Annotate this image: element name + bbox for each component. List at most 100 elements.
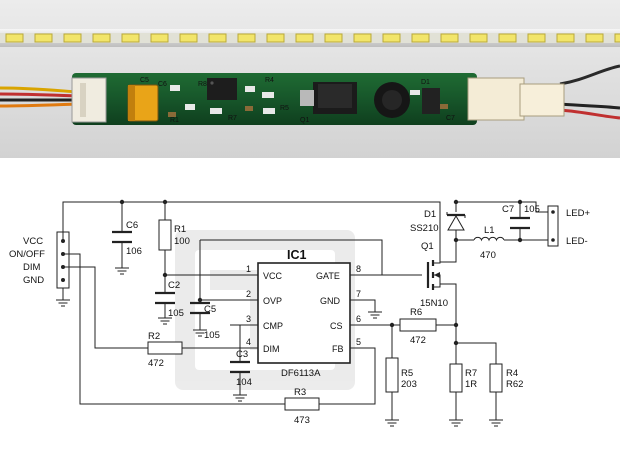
- connector-label-dim: DIM: [23, 262, 41, 273]
- led-chip: [614, 33, 620, 43]
- led-chip: [150, 33, 169, 43]
- label-r6-value: 472: [410, 335, 426, 346]
- ic1-pin-num: 5: [356, 337, 361, 347]
- silk-label: R4: [265, 77, 274, 84]
- ic1-pin-num: 7: [356, 289, 361, 299]
- label-c7-ref: C7: [502, 204, 514, 215]
- silkscreen: C6 R1 R4 R5 D1 C7 R7 R8 C5 Q1: [140, 77, 455, 124]
- silk-label: R5: [280, 105, 289, 112]
- resistor-r6-symbol: [399, 318, 437, 332]
- ic1-pin-num: 6: [356, 314, 361, 324]
- led-chip: [469, 33, 488, 43]
- ic1-pin-num: 4: [246, 337, 251, 347]
- controller-ic: [207, 78, 237, 100]
- silk-label: R8: [198, 81, 207, 88]
- led-chip: [585, 33, 604, 43]
- led-driver-board-photo: C6 R1 R4 R5 D1 C7 R7 R8 C5 Q1: [0, 0, 620, 160]
- led-chip: [237, 33, 256, 43]
- label-c7-value: 105: [524, 204, 540, 215]
- silk-label: Q1: [300, 117, 309, 124]
- ic1-pin-name: GND: [320, 296, 341, 306]
- label-r4-value: R62: [506, 379, 523, 390]
- label-l1-value: 470: [480, 250, 496, 261]
- input-wires: [0, 86, 79, 108]
- led-chip: [5, 33, 24, 43]
- label-c3-ref: C3: [236, 349, 248, 360]
- label-c6-value: 106: [126, 246, 142, 257]
- label-q1-value: 15N10: [420, 298, 448, 309]
- label-c5-value: 105: [204, 330, 220, 341]
- led-chips: [5, 33, 620, 43]
- silk-label: C6: [158, 81, 167, 88]
- silk-label: R1: [170, 117, 179, 124]
- connector-label-vcc: VCC: [23, 236, 43, 247]
- led-chip: [179, 33, 198, 43]
- output-wires: [559, 64, 620, 120]
- input-connector: [71, 77, 107, 123]
- capacitor-c3-symbol: [230, 360, 250, 374]
- ic1-pin-name: GATE: [316, 271, 340, 281]
- led-chip: [556, 33, 575, 43]
- capacitor-c6-symbol: [112, 230, 132, 244]
- led-chip: [266, 33, 285, 43]
- resistor-r7-symbol: [449, 363, 463, 393]
- resistor-r5-symbol: [385, 357, 399, 393]
- label-r5-ref: R5: [401, 368, 413, 379]
- circuit-schematic: VCC ON/OFF DIM GND: [9, 199, 590, 427]
- led-chip: [92, 33, 111, 43]
- mosfet-q1-symbol: [426, 260, 441, 290]
- ic1-part-number: DF6113A: [281, 368, 321, 379]
- label-r6-ref: R6: [410, 307, 422, 318]
- ic1-left-pins: [230, 274, 258, 349]
- ic1-body: [257, 262, 351, 364]
- resistor-r2-symbol: [147, 341, 183, 355]
- label-r2-ref: R2: [148, 331, 160, 342]
- led-chip: [498, 33, 517, 43]
- label-c2-ref: C2: [168, 280, 180, 291]
- silk-label: C5: [140, 77, 149, 84]
- ic1-pin-name: CMP: [263, 321, 283, 331]
- label-d1-ref: D1: [424, 209, 436, 220]
- junction-dots: [119, 199, 555, 346]
- led-strip: [0, 29, 620, 47]
- led-chip: [353, 33, 372, 43]
- connector-label-gnd: GND: [23, 275, 44, 286]
- resistor-r3-symbol: [284, 397, 320, 411]
- connector-label-on-off: ON/OFF: [9, 249, 45, 260]
- label-r7-value: 1R: [465, 379, 477, 390]
- pcb: C6 R1 R4 R5 D1 C7 R7 R8 C5 Q1: [71, 73, 565, 125]
- diode: [422, 88, 440, 114]
- label-r3-ref: R3: [294, 387, 306, 398]
- led-chip: [63, 33, 82, 43]
- led-chip: [324, 33, 343, 43]
- ic1-pin-name: OVP: [263, 296, 282, 306]
- label-r1-ref: R1: [174, 224, 186, 235]
- led-chip: [208, 33, 227, 43]
- label-c2-value: 105: [168, 308, 184, 319]
- label-r4-ref: R4: [506, 368, 518, 379]
- ic1-pin-num: 2: [246, 289, 251, 299]
- capacitor-c7-symbol: [510, 216, 530, 230]
- led-chip: [34, 33, 53, 43]
- ic1-pin-name: FB: [332, 344, 344, 354]
- led-chip: [527, 33, 546, 43]
- ic1-pin-name: VCC: [263, 271, 283, 281]
- capacitor-c5-symbol: [190, 301, 210, 315]
- label-c5-ref: C5: [204, 304, 216, 315]
- label-c6-ref: C6: [126, 220, 138, 231]
- ic1-title: IC1: [287, 248, 307, 262]
- label-d1-value: SS210: [410, 223, 439, 234]
- resistor-r1-symbol: [158, 219, 172, 251]
- led-chip: [121, 33, 140, 43]
- led-chip: [411, 33, 430, 43]
- led-chip: [295, 33, 314, 43]
- label-q1-ref: Q1: [421, 241, 434, 252]
- resistor-r4-symbol: [489, 363, 503, 393]
- label-c3-value: 104: [236, 377, 252, 388]
- ic1-pin-num: 1: [246, 264, 251, 274]
- silk-label: C7: [446, 115, 455, 122]
- label-r3-value: 473: [294, 415, 310, 426]
- label-r1-value: 100: [174, 236, 190, 247]
- ic1-pin-name: CS: [330, 321, 343, 331]
- label-r5-value: 203: [401, 379, 417, 390]
